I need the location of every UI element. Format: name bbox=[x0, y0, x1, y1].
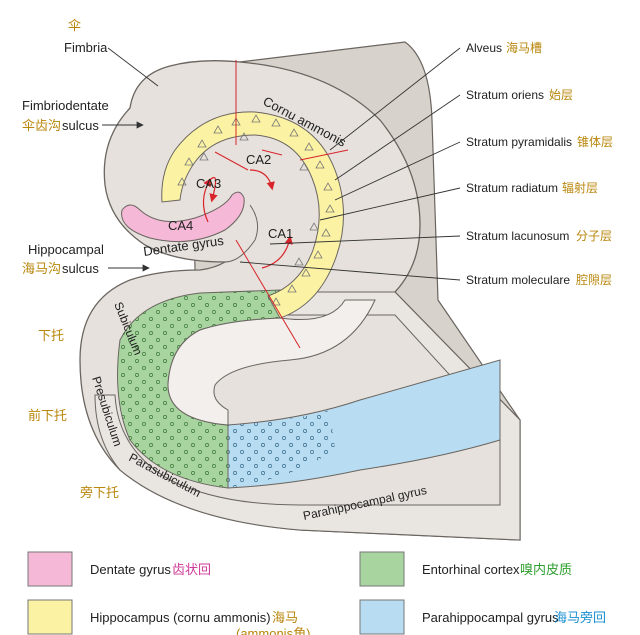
moleculare-label: Stratum moleculare bbox=[466, 273, 570, 287]
dentate-gyrus-region bbox=[121, 191, 245, 243]
ca2-label: CA2 bbox=[246, 152, 271, 167]
legend-dentate-label: Dentate gyrus bbox=[90, 562, 171, 577]
cortex-lower-band bbox=[94, 291, 521, 541]
right-leader-lines bbox=[239, 47, 461, 281]
fimbria-zh-label: 伞 bbox=[68, 18, 81, 33]
legend-entorhinal-zh: 嗅内皮质 bbox=[520, 562, 572, 577]
subiculum-zh-label: 下托 bbox=[38, 328, 64, 343]
pyramidal-cells bbox=[177, 114, 335, 306]
legend-swatch-dentate bbox=[27, 551, 73, 587]
legend-entorhinal-label: Entorhinal cortex bbox=[422, 562, 520, 577]
moleculare-zh-label: 腔隙层 bbox=[576, 272, 612, 287]
hippocampal-label: Hippocampal bbox=[28, 242, 104, 257]
legend-swatch-hippocampus bbox=[27, 599, 73, 635]
legend-hippocampus-zh: 海马 bbox=[272, 610, 298, 625]
alveus-label: Alveus bbox=[466, 41, 502, 55]
ca3-label: CA3 bbox=[196, 176, 221, 191]
parahippocampal-dots bbox=[228, 410, 335, 488]
hippocampal-zh-label: 海马沟 bbox=[22, 261, 61, 276]
radiatum-label: Stratum radiatum bbox=[466, 181, 558, 195]
fimbria-label: Fimbria bbox=[64, 40, 108, 55]
pyramidalis-label: Stratum pyramidalis bbox=[466, 135, 572, 149]
legend-swatch-entorhinal bbox=[359, 551, 405, 587]
oriens-zh-label: 始层 bbox=[549, 88, 573, 102]
oriens-label: Stratum oriens bbox=[466, 88, 544, 102]
hippocampal-sulcus-label: sulcus bbox=[62, 261, 99, 276]
subiculum-fold bbox=[167, 299, 376, 426]
ca-boundaries bbox=[214, 60, 349, 349]
dentate-inner-fold bbox=[224, 204, 259, 263]
fimbriodentate-sulcus-label: sulcus bbox=[62, 118, 99, 133]
legend-hippocampus-zh2: (ammonis角) bbox=[236, 626, 310, 635]
legend-parahippocampal-label: Parahippocampal gyrus bbox=[422, 610, 559, 625]
legend-swatch-parahippocampal bbox=[359, 599, 405, 635]
alveus-zh-label: 海马槽 bbox=[506, 40, 542, 55]
radiatum-zh-label: 辐射层 bbox=[562, 180, 598, 195]
pyramidalis-zh-label: 锥体层 bbox=[577, 135, 613, 149]
legend-hippocampus-label: Hippocampus (cornu ammonis) bbox=[90, 610, 271, 625]
entorhinal-dots bbox=[117, 290, 281, 488]
ca1-label: CA1 bbox=[268, 226, 293, 241]
lacunosum-label: Stratum lacunosum bbox=[466, 229, 569, 243]
fimbriodentate-label: Fimbriodentate bbox=[22, 98, 109, 113]
legend-dentate-zh: 齿状回 bbox=[172, 562, 211, 577]
parasubiculum-zh-label: 旁下托 bbox=[80, 485, 119, 500]
presubiculum-zh-label: 前下托 bbox=[28, 408, 67, 423]
lacunosum-zh-label: 分子层 bbox=[576, 229, 612, 243]
ca-arrows bbox=[202, 169, 293, 269]
fimbriodentate-zh-label: 伞齿沟 bbox=[22, 118, 61, 133]
legend-parahippocampal-zh: 海马旁回 bbox=[554, 610, 606, 625]
fimbria-leader bbox=[107, 47, 159, 87]
ca4-label: CA4 bbox=[168, 218, 193, 233]
